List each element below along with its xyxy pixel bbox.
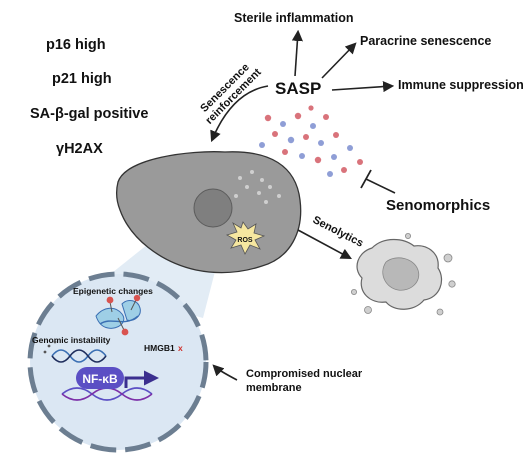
output-sterile-inflammation: Sterile inflammation bbox=[234, 11, 353, 25]
hmgb1-x-mark: x bbox=[178, 343, 183, 353]
cell-granules bbox=[234, 170, 281, 204]
senolytics-arrow bbox=[297, 229, 352, 260]
membrane-label-line2: membrane bbox=[246, 382, 302, 394]
membrane-label-line1: Compromised nuclear bbox=[246, 368, 363, 380]
apoptotic-fragments bbox=[350, 232, 456, 316]
arrow-to-sterile-inflammation bbox=[291, 29, 303, 77]
output-paracrine-senescence: Paracrine senescence bbox=[360, 34, 491, 48]
arrow-to-immune-suppression bbox=[331, 81, 395, 93]
hmgb1-label: HMGB1 bbox=[144, 343, 175, 353]
arrow-to-paracrine-senescence bbox=[321, 42, 357, 79]
nucleus-zoom bbox=[27, 271, 209, 453]
cell-nucleus bbox=[193, 188, 233, 228]
nucleosome-icon bbox=[95, 294, 141, 336]
apoptotic-cell-core bbox=[382, 257, 420, 291]
marker-p16: p16 high bbox=[46, 37, 106, 53]
genomic-instability-label: Genomic instability bbox=[32, 335, 111, 345]
senomorphics-label: Senomorphics bbox=[386, 197, 490, 214]
marker-gamma-h2ax: γH2AX bbox=[56, 141, 103, 157]
output-immune-suppression: Immune suppression bbox=[398, 78, 524, 92]
sasp-factor-dots bbox=[259, 105, 363, 177]
transcription-start-arrow bbox=[124, 370, 159, 388]
ros-label: ROS bbox=[237, 237, 253, 244]
nfkb-complex bbox=[76, 367, 124, 389]
reinforcement-arrow bbox=[210, 85, 269, 143]
marker-p21: p21 high bbox=[52, 71, 112, 87]
senomorphics-inhibition-bar bbox=[360, 169, 372, 189]
epigenetic-changes-label: Epigenetic changes bbox=[73, 286, 153, 296]
membrane-arrow bbox=[212, 364, 238, 381]
senomorphics-inhibition-line bbox=[365, 178, 396, 194]
sasp-label: SASP bbox=[275, 79, 321, 98]
dna-double-helix-icon bbox=[43, 340, 107, 363]
senolytics-label: Senolytics bbox=[311, 214, 365, 250]
ros-burst bbox=[225, 221, 266, 255]
marker-sa-beta-gal: SA-β-gal positive bbox=[30, 106, 148, 122]
nfkb-label: NF-κB bbox=[82, 372, 118, 386]
